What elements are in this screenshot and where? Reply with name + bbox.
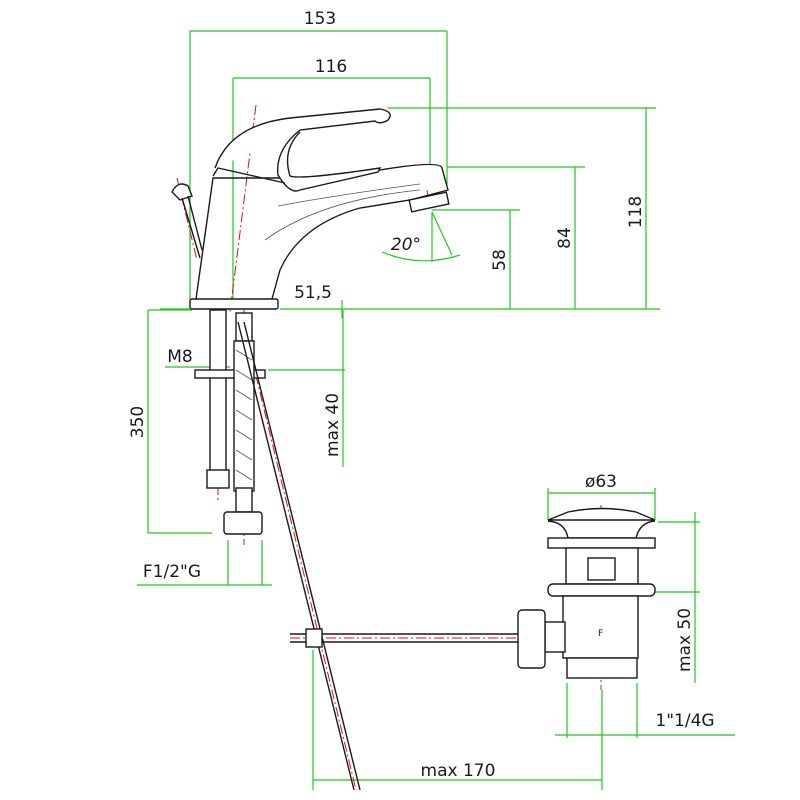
label-stud-thread: M8 — [167, 347, 192, 367]
dimension-lines — [137, 30, 735, 790]
pop-up-waste: F — [517, 507, 656, 679]
label-waste-thread: 1"1/4G — [655, 711, 714, 731]
label-rod-reach: max 170 — [421, 761, 496, 781]
label-hose-length: 350 — [128, 406, 148, 438]
label-base-offset: 51,5 — [294, 283, 332, 303]
label-waste-depth: max 50 — [675, 608, 695, 672]
label-overall-width: 153 — [304, 9, 336, 29]
label-outlet-height: 58 — [490, 249, 510, 271]
label-spout-angle: 20° — [391, 235, 421, 255]
label-waste-diameter: ø63 — [585, 472, 617, 492]
label-spout-reach: 116 — [315, 57, 347, 77]
faucet-body — [171, 108, 450, 310]
label-max-deck: max 40 — [323, 393, 343, 457]
label-spout-height: 84 — [555, 227, 575, 249]
label-overall-height: 118 — [626, 196, 646, 228]
dimension-labels: 153 116 118 84 58 51,5 20° 350 M8 max 40… — [128, 9, 715, 781]
underdeck-fittings — [194, 309, 520, 791]
svg-text:F: F — [598, 629, 603, 639]
label-hose-connection: F1/2"G — [143, 562, 201, 582]
